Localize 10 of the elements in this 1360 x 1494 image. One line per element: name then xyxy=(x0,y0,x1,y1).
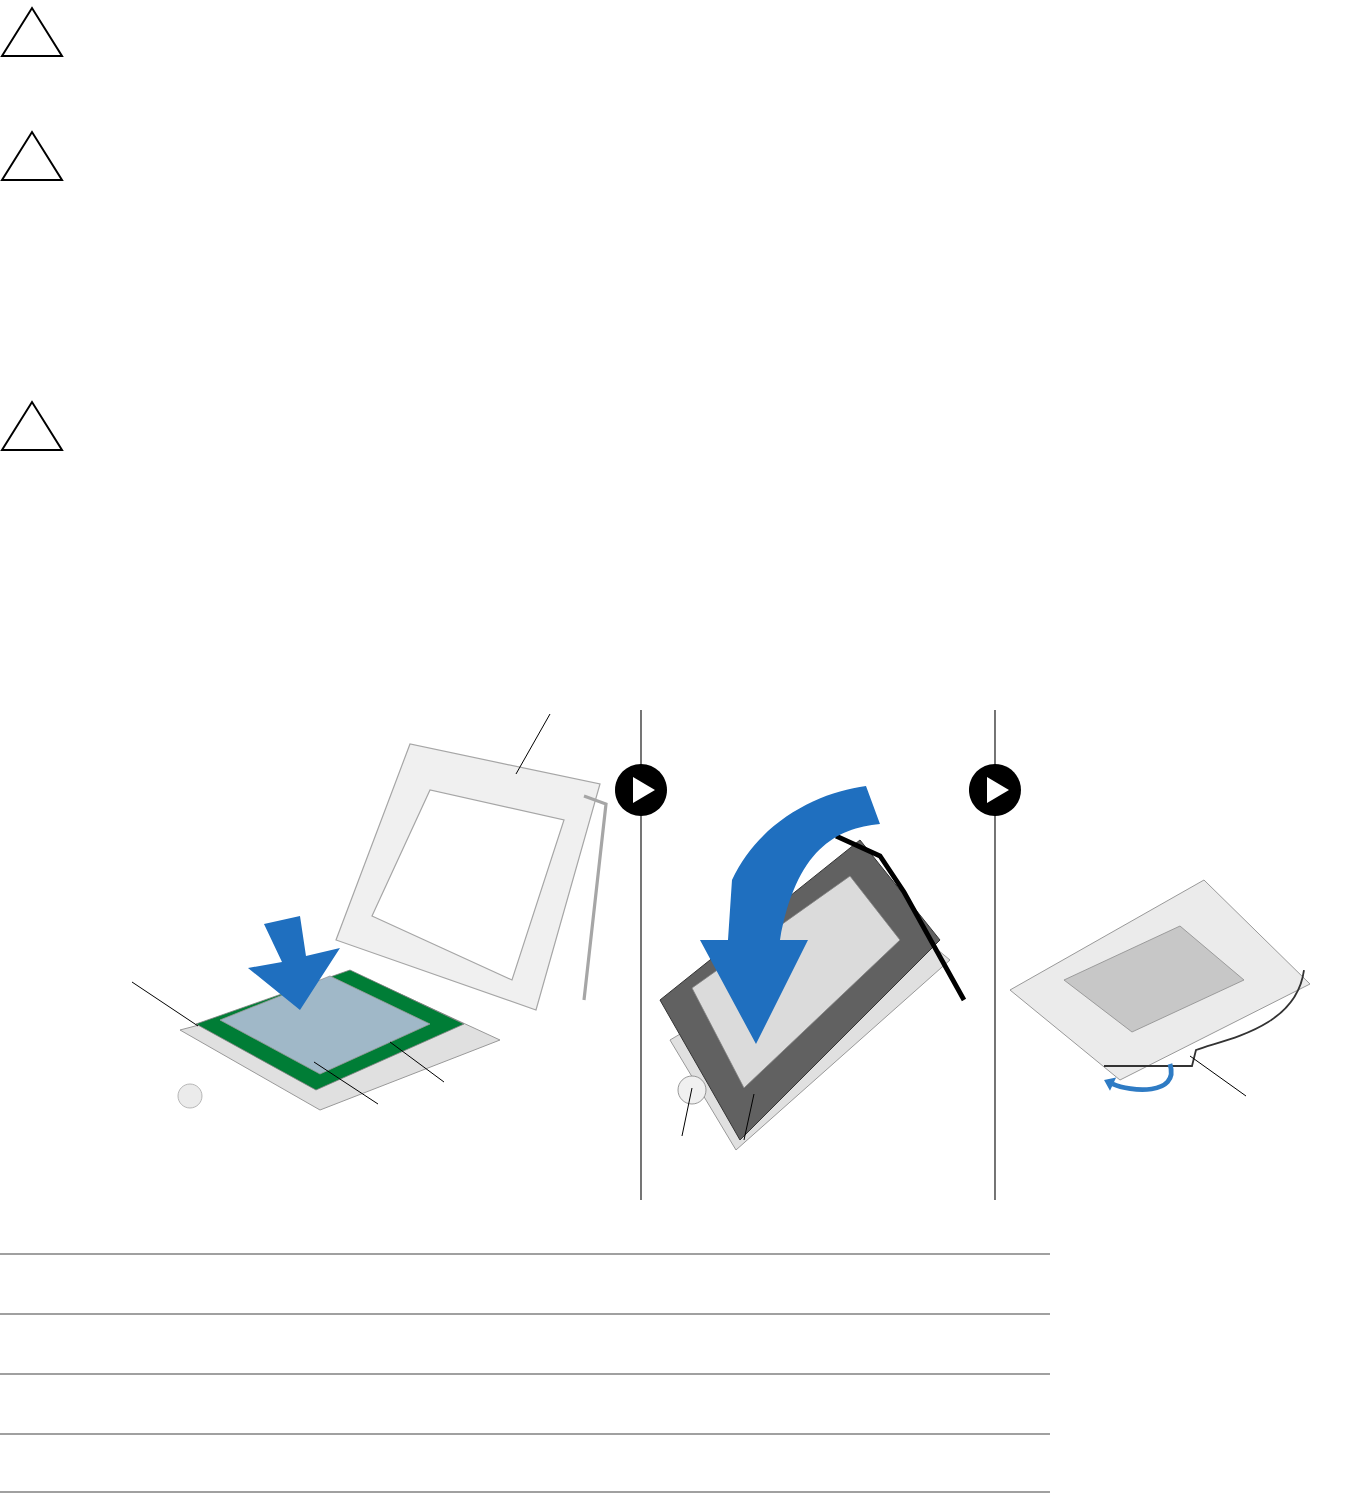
socket-drawing xyxy=(1009,879,1311,1092)
socket-drawing xyxy=(177,743,608,1111)
leader-line xyxy=(389,1041,445,1083)
leader-line xyxy=(743,1093,755,1141)
socket-drawing xyxy=(659,786,967,1151)
leader-line xyxy=(681,1087,693,1137)
leader-line xyxy=(515,713,551,775)
leader-line xyxy=(131,981,199,1027)
leader-line xyxy=(1189,1055,1247,1097)
leader-line xyxy=(313,1061,379,1105)
